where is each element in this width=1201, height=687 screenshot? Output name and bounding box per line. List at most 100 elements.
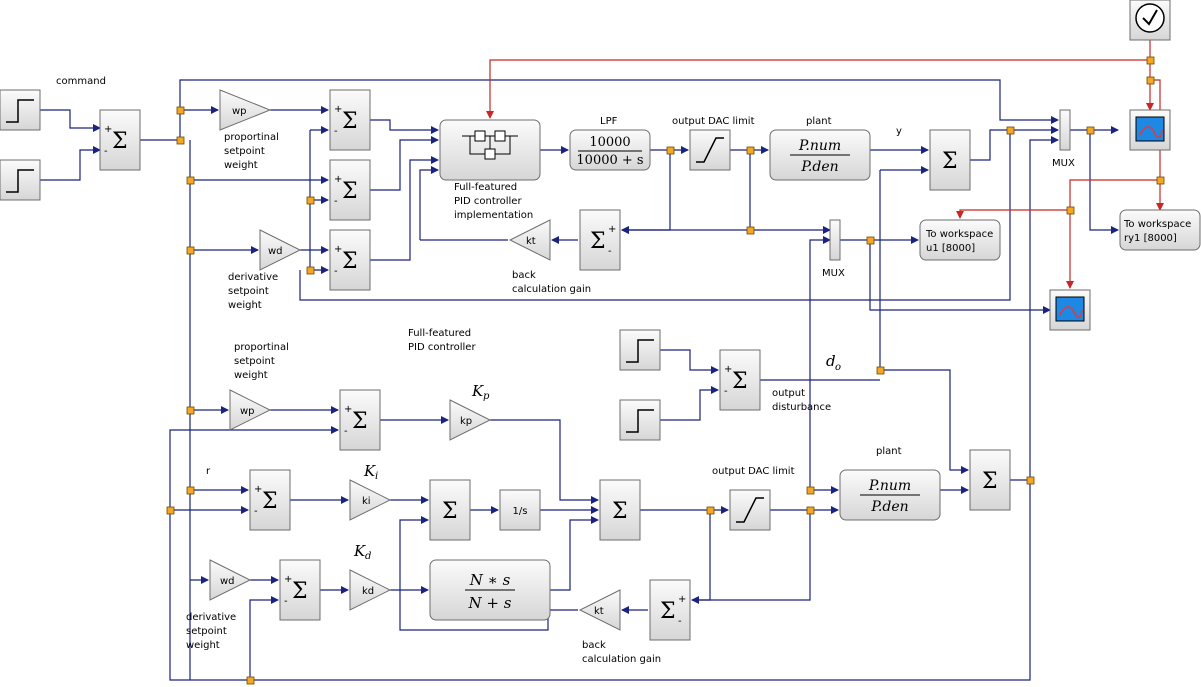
label-kd-symbol: K d (353, 542, 371, 562)
label-title-2: PID controller (408, 342, 476, 353)
gain-wd-top[interactable]: wd (259, 229, 302, 271)
diagram-labels: command LPF output DAC limit plant y MUX… (56, 76, 1075, 665)
step-disturbance-1[interactable] (619, 329, 661, 371)
svg-text:10000 + s: 10000 + s (576, 153, 643, 168)
svg-text:P.den: P.den (800, 159, 838, 175)
derivative-filter-block[interactable]: N ∗ s N + s (429, 559, 551, 621)
label-out-dac-top: output DAC limit (672, 116, 755, 127)
step-icon (6, 99, 34, 123)
to-workspace-u1[interactable]: To workspace u1 [8000] (919, 219, 1001, 261)
sum-command[interactable]: Σ + - (99, 109, 141, 171)
label-pid-sub-2: PID controller (454, 196, 522, 207)
saturation-top[interactable] (689, 129, 731, 171)
gain-wd-bottom[interactable]: wd (209, 559, 252, 601)
step-command-1[interactable] (0, 89, 41, 131)
svg-text:-: - (678, 616, 682, 627)
svg-text:-: - (344, 426, 348, 437)
sum-top-2[interactable]: Σ + - (329, 159, 371, 221)
scope-2[interactable] (1049, 289, 1091, 331)
svg-text:To workspace: To workspace (1123, 219, 1191, 230)
mux-1[interactable] (1059, 109, 1071, 151)
plant-top[interactable]: P.num P.den (769, 129, 871, 181)
svg-text:+: + (334, 244, 342, 255)
scope-1[interactable] (1129, 109, 1171, 151)
label-deriv-bot-3: weight (186, 640, 220, 651)
label-do-symbol: d o (826, 352, 841, 373)
gain-kp[interactable]: kp (449, 399, 492, 441)
svg-text:-: - (608, 246, 612, 257)
svg-text:Σ: Σ (732, 369, 748, 394)
gain-ki[interactable]: ki (349, 479, 392, 521)
label-bcg-top-1: back (512, 270, 536, 281)
gain-kd[interactable]: kd (349, 569, 392, 611)
integrator-block[interactable]: 1/s (499, 489, 541, 531)
svg-text:Σ: Σ (342, 179, 358, 204)
label-bcg-bot-1: back (582, 640, 606, 651)
pid-superblock[interactable] (439, 119, 541, 181)
label-out-dist-2: disturbance (772, 402, 831, 413)
step-disturbance-2[interactable] (619, 399, 661, 441)
svg-text:kt: kt (594, 606, 604, 617)
svg-text:kp: kp (460, 416, 472, 427)
label-deriv-bot-2: setpoint (186, 626, 227, 637)
sum-plant-top[interactable]: Σ (929, 129, 971, 191)
svg-text:Σ: Σ (342, 249, 358, 274)
svg-text:P.num: P.num (868, 478, 911, 494)
svg-text:Σ: Σ (112, 129, 128, 154)
svg-text:d: d (826, 352, 836, 370)
label-plant-top: plant (806, 116, 832, 127)
svg-text:wd: wd (220, 576, 235, 587)
label-prop-bot-2: setpoint (234, 356, 275, 367)
svg-text:ry1 [8000]: ry1 [8000] (1124, 233, 1177, 244)
to-workspace-ry1[interactable]: To workspace ry1 [8000] (1119, 209, 1201, 251)
svg-text:i: i (375, 471, 378, 482)
sum-plant-bottom[interactable]: Σ (969, 449, 1011, 511)
label-title-1: Full-featured (408, 328, 471, 339)
svg-text:-: - (334, 126, 338, 137)
svg-text:-: - (254, 506, 258, 517)
svg-text:Σ: Σ (342, 109, 358, 134)
sum-integrator-in[interactable]: Σ (429, 479, 471, 541)
lpf-block[interactable]: 10000 10000 + s (569, 129, 651, 171)
svg-text:+: + (254, 484, 262, 495)
clock-block[interactable] (1129, 0, 1171, 41)
label-plant-bot: plant (876, 446, 902, 457)
plant-bottom[interactable]: P.num P.den (839, 469, 941, 521)
split-points (166, 56, 1165, 685)
step-command-2[interactable] (0, 159, 41, 201)
sum-top-3[interactable]: Σ + - (329, 229, 371, 291)
gain-kt-bottom[interactable]: kt (578, 589, 621, 631)
svg-text:p: p (483, 391, 490, 402)
sum-bottom-p[interactable]: Σ + - (339, 389, 381, 451)
svg-text:Σ: Σ (442, 499, 458, 524)
svg-text:Σ: Σ (982, 469, 998, 494)
step-icon (6, 169, 34, 193)
sum-disturbance[interactable]: Σ + - (719, 349, 761, 411)
svg-text:K: K (363, 462, 376, 480)
label-out-dist-1: output (772, 388, 805, 399)
label-bcg-top-2: calculation gain (512, 284, 591, 295)
label-prop-top-3: weight (224, 160, 258, 171)
label-lpf: LPF (600, 116, 618, 127)
label-prop-top-1: proportinal (224, 132, 279, 143)
mux-2[interactable] (829, 219, 841, 261)
svg-text:N ∗ s: N ∗ s (469, 571, 511, 589)
gain-wp-bottom[interactable]: wp (229, 389, 272, 431)
sum-backcalc-top[interactable]: Σ + - (579, 209, 621, 271)
sum-pid-output[interactable]: Σ (599, 479, 641, 541)
sum-top-1[interactable]: Σ + - (329, 89, 371, 151)
svg-text:ki: ki (362, 496, 371, 507)
label-kp-symbol: K p (471, 382, 490, 402)
sum-bottom-i[interactable]: Σ + - (249, 469, 291, 531)
label-deriv-top-3: weight (228, 300, 262, 311)
svg-text:Σ: Σ (590, 229, 606, 254)
svg-text:-: - (724, 386, 728, 397)
gain-kt-top[interactable]: kt (508, 219, 551, 261)
sum-bottom-d[interactable]: Σ + - (279, 559, 321, 621)
svg-text:+: + (678, 594, 686, 605)
gain-wp-top[interactable]: wp (219, 89, 272, 131)
saturation-bottom[interactable] (729, 489, 771, 531)
step-icon (626, 409, 654, 433)
sum-backcalc-bottom[interactable]: Σ + - (649, 579, 691, 641)
